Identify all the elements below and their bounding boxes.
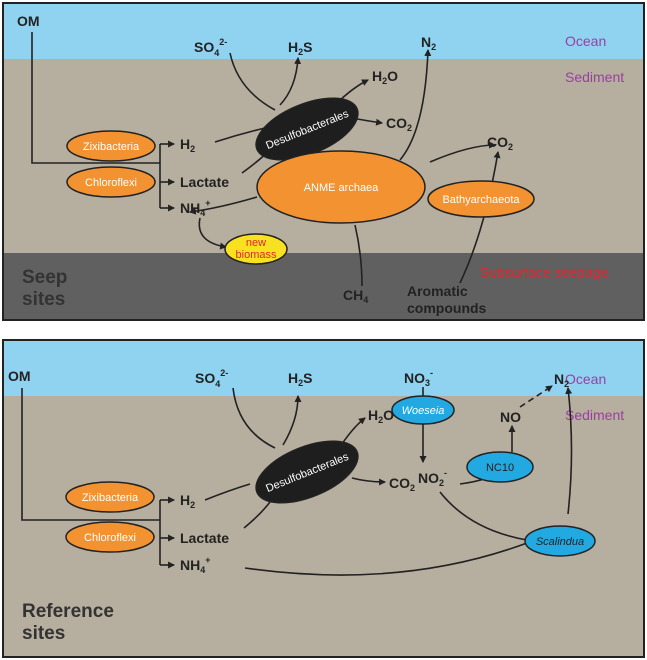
- seep-line-ch4-anme: [354, 224, 363, 287]
- seep-n2-label: N2: [421, 34, 436, 52]
- ref-arrow-co2: [351, 477, 387, 486]
- seep-zixibacteria: Zixibacteria: [66, 130, 156, 162]
- svg-text:Woeseia: Woeseia: [402, 405, 445, 417]
- reference-panel: Ocean Sediment Reference sites: [2, 339, 645, 658]
- seep-chloroflexi: Chloroflexi: [66, 166, 156, 198]
- seep-seepage-label: Subsurface seepage: [480, 264, 609, 280]
- seep-bathyarchaeota: Bathyarchaeota: [427, 180, 535, 218]
- ref-h2o-label: H2O: [368, 407, 394, 425]
- ref-h2-label: H2: [180, 492, 195, 510]
- svg-text:Zixibacteria: Zixibacteria: [82, 492, 139, 504]
- seep-line-h2-desulfo: [214, 127, 266, 143]
- svg-text:Chloroflexi: Chloroflexi: [85, 177, 137, 189]
- seep-arrow-n2: [399, 48, 432, 161]
- ref-h2s-label: H2S: [288, 370, 312, 388]
- ref-ocean-label: Ocean: [565, 371, 606, 387]
- ref-line-lactate-desulfo: [243, 501, 271, 529]
- ref-site-label-line1: Reference: [22, 601, 114, 622]
- ref-so4-label: SO42-: [195, 368, 228, 389]
- ref-no2-label: NO2-: [418, 468, 447, 488]
- seep-h2o-label: H2O: [372, 68, 398, 86]
- ref-desulfobacterales: Desulfobacterales: [255, 440, 359, 504]
- svg-text:new: new: [246, 237, 266, 249]
- seep-h2s-label: H2S: [288, 39, 312, 57]
- seep-line-so4-desulfo: [229, 52, 276, 111]
- ref-co2-label: CO2: [389, 475, 415, 493]
- ref-no3-label: NO3-: [404, 368, 433, 388]
- seep-new-biomass: new biomass: [224, 233, 288, 265]
- svg-text:Chloroflexi: Chloroflexi: [84, 532, 136, 544]
- ref-line-so4-desulfo: [232, 387, 276, 449]
- ref-panel-border: [2, 339, 645, 658]
- ref-line-no2-scalindua: [439, 491, 528, 541]
- seep-aromatic-label-line1: Aromatic: [407, 283, 468, 299]
- seep-arrow-aromatic-co2: [459, 150, 501, 284]
- ref-site-label-line2: sites: [22, 623, 65, 644]
- svg-text:Scalindua: Scalindua: [536, 536, 584, 548]
- ref-nh4-label: NH4+: [180, 555, 211, 575]
- ref-arrow-no-n2: [519, 385, 553, 408]
- seep-seepage-band: [3, 253, 644, 320]
- svg-text:ANME archaea: ANME archaea: [304, 182, 379, 194]
- seep-ch4-label: CH4: [343, 287, 368, 305]
- svg-text:biomass: biomass: [236, 249, 277, 261]
- seep-ocean-label: Ocean: [565, 33, 606, 49]
- seep-aromatic-label-line2: compounds: [407, 300, 487, 316]
- ref-sediment-label: Sediment: [565, 407, 624, 423]
- ref-om-label: OM: [8, 368, 31, 384]
- seep-anme-archaea: ANME archaea: [256, 150, 426, 224]
- ref-chloroflexi: Chloroflexi: [65, 521, 155, 553]
- seep-om-label: OM: [17, 13, 40, 29]
- seep-arrow-co2-b: [429, 141, 497, 163]
- ref-zixibacteria: Zixibacteria: [65, 481, 155, 513]
- seep-arrow-nh4-biomass: [198, 217, 228, 250]
- seep-arrow-h2s: [279, 56, 302, 106]
- seep-site-label-line1: Seep: [22, 267, 67, 288]
- ref-line-h2-desulfo: [204, 483, 251, 501]
- ref-nc10: NC10: [466, 451, 534, 483]
- ref-lactate-label: Lactate: [180, 530, 229, 546]
- seep-so4-label: SO42-: [194, 37, 227, 58]
- ref-line-nh4-scalindua: [244, 542, 528, 576]
- svg-text:NC10: NC10: [486, 462, 514, 474]
- ref-om-line: [21, 388, 160, 521]
- ref-woeseia: Woeseia: [391, 395, 455, 425]
- seep-panel: Ocean Sediment Subsurface seepage Seep s…: [2, 2, 645, 321]
- svg-text:Bathyarchaeota: Bathyarchaeota: [442, 194, 520, 206]
- ref-arrow-scalindua-n2: [565, 386, 573, 515]
- ref-scalindua: Scalindua: [524, 525, 596, 557]
- seep-sediment-label: Sediment: [565, 69, 624, 85]
- seep-om-line: [31, 32, 160, 164]
- seep-panel-border: [2, 2, 645, 321]
- ref-n2-label: N2: [554, 371, 569, 389]
- seep-site-label-line2: sites: [22, 289, 65, 310]
- ref-ocean-band: [3, 340, 644, 396]
- seep-co2-a-label: CO2: [386, 115, 412, 133]
- ref-no-label: NO: [500, 409, 521, 425]
- ref-arrow-h2s: [282, 394, 302, 446]
- seep-h2-label: H2: [180, 136, 195, 154]
- seep-co2-b-label: CO2: [487, 134, 513, 152]
- seep-ocean-band: [3, 3, 644, 59]
- seep-lactate-label: Lactate: [180, 174, 229, 190]
- svg-text:Zixibacteria: Zixibacteria: [83, 141, 140, 153]
- seep-arrow-anme-nh4: [188, 196, 258, 215]
- seep-nh4-label: NH4+: [180, 198, 211, 218]
